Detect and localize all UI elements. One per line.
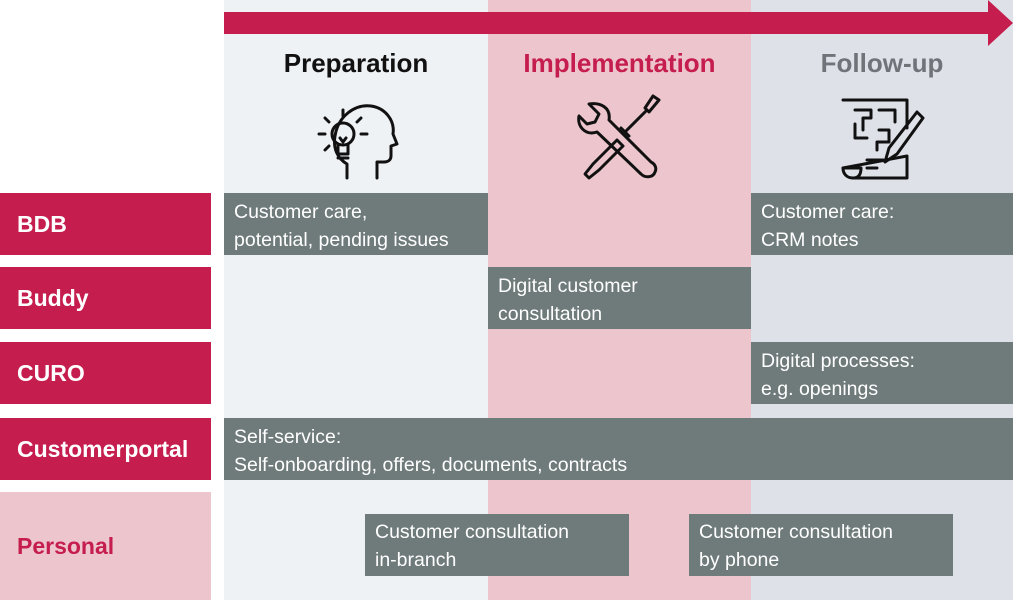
activity-box-customerportal: Self-service: Self-onboarding, offers, d… bbox=[224, 418, 1013, 480]
row-label-buddy: Buddy bbox=[0, 267, 211, 329]
box-line: CRM notes bbox=[761, 229, 859, 251]
phase-column-follow-up bbox=[751, 0, 1013, 600]
box-line: consultation bbox=[498, 303, 603, 325]
activity-box-personal-by-phone: Customer consultation by phone bbox=[689, 514, 953, 576]
phase-title-preparation: Preparation bbox=[283, 48, 429, 78]
activity-box-bdb-preparation: Customer care, potential, pending issues bbox=[224, 193, 488, 255]
lightbulb-head-icon bbox=[317, 104, 399, 180]
phase-title-implementation: Implementation bbox=[523, 48, 716, 78]
row-label-personal: Personal bbox=[0, 492, 211, 600]
box-line: Self-onboarding, offers, documents, cont… bbox=[234, 454, 628, 476]
box-line: in-branch bbox=[375, 549, 457, 571]
phase-column-preparation bbox=[224, 0, 488, 600]
phase-title-follow-up: Follow-up bbox=[820, 48, 944, 78]
box-line: Customer consultation bbox=[699, 521, 894, 543]
box-line: Digital customer bbox=[498, 275, 638, 297]
box-line: Self-service: bbox=[234, 426, 342, 448]
box-line: Customer care, bbox=[234, 201, 368, 223]
row-label-bdb: BDB bbox=[0, 193, 211, 255]
activity-box-personal-in-branch: Customer consultation in-branch bbox=[365, 514, 629, 576]
row-label-curo: CURO bbox=[0, 342, 211, 404]
box-line: potential, pending issues bbox=[234, 229, 449, 251]
activity-box-curo-follow-up: Digital processes: e.g. openings bbox=[751, 342, 1013, 404]
box-line: by phone bbox=[699, 549, 780, 571]
activity-box-bdb-follow-up: Customer care: CRM notes bbox=[751, 193, 1013, 255]
timeline-arrow bbox=[224, 0, 1013, 46]
wrench-screwdriver-icon bbox=[577, 94, 661, 180]
box-line: Customer care: bbox=[761, 201, 895, 223]
notes-pencil-icon bbox=[841, 98, 925, 180]
row-label-customerportal: Customerportal bbox=[0, 418, 211, 480]
box-line: Digital processes: bbox=[761, 350, 915, 372]
activity-box-buddy-implementation: Digital customer consultation bbox=[488, 267, 751, 329]
box-line: Customer consultation bbox=[375, 521, 570, 543]
box-line: e.g. openings bbox=[761, 378, 879, 400]
